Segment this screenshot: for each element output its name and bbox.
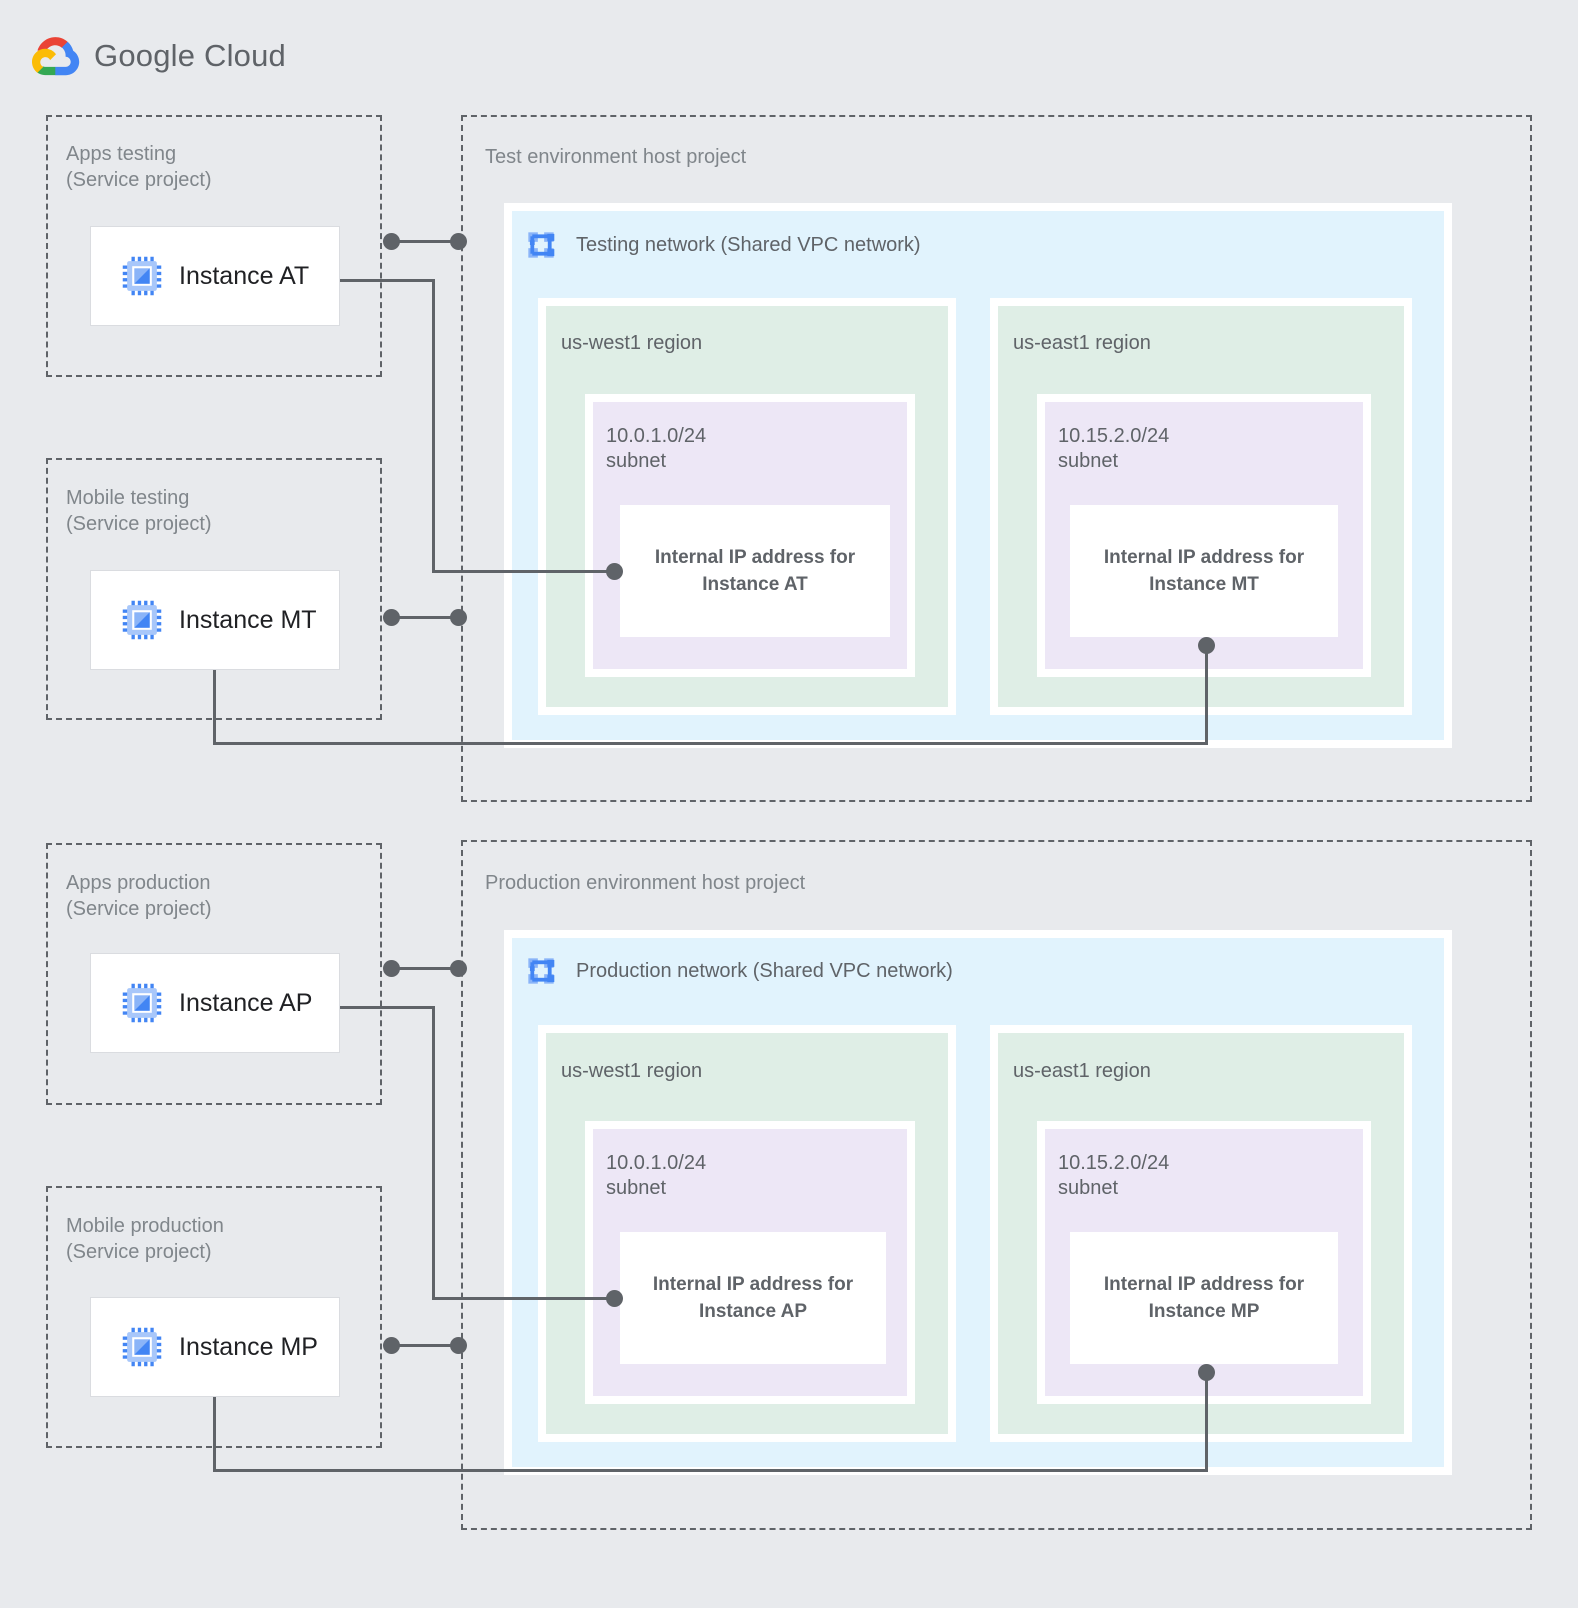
vpc-network-icon bbox=[522, 952, 560, 990]
connector-ap-peering-dot-left bbox=[383, 960, 400, 977]
connector-at-peering-line bbox=[391, 240, 458, 243]
connector-mt-peering-dot-left bbox=[383, 609, 400, 626]
connector-at-segment-1 bbox=[340, 279, 435, 282]
subnet-test-us-west1-label: 10.0.1.0/24 subnet bbox=[606, 425, 707, 472]
vm-instance-icon bbox=[121, 255, 163, 297]
service-project-apps-production bbox=[46, 843, 382, 1105]
region-test-us-east1-label: us-east1 region bbox=[1013, 332, 1151, 354]
connector-at-peering-dot-right bbox=[450, 233, 467, 250]
connector-mp-endpoint-dot bbox=[1198, 1364, 1215, 1381]
subnet-prod-us-east1-label: 10.15.2.0/24 subnet bbox=[1058, 1152, 1170, 1199]
connector-ap-segment-2 bbox=[432, 1006, 435, 1300]
connector-ap-segment-1 bbox=[340, 1006, 435, 1009]
service-project-apps-testing bbox=[46, 115, 382, 377]
connector-mt-peering-dot-right bbox=[450, 609, 467, 626]
service-project-apps-testing-label: Apps testing (Service project) bbox=[66, 143, 212, 191]
google-cloud-logo: Google Cloud bbox=[32, 34, 286, 78]
vm-instance-icon bbox=[121, 1326, 163, 1368]
connector-ap-peering-dot-right bbox=[450, 960, 467, 977]
vpc-network-testing-header: Testing network (Shared VPC network) bbox=[522, 226, 921, 264]
instance-label-ap: Instance AP bbox=[179, 988, 313, 1017]
instance-label-mt: Instance MT bbox=[179, 605, 317, 634]
connector-mt-segment-1 bbox=[213, 670, 216, 744]
vm-instance-icon bbox=[121, 982, 163, 1024]
region-prod-us-west1-label: us-west1 region bbox=[561, 1060, 703, 1082]
connector-at-endpoint-dot bbox=[606, 563, 623, 580]
instance-card-mp[interactable]: Instance MP bbox=[90, 1297, 340, 1397]
region-test-us-west1-label: us-west1 region bbox=[561, 332, 703, 354]
brand-name-part2: Cloud bbox=[204, 38, 286, 73]
instance-label-mp: Instance MP bbox=[179, 1332, 318, 1361]
service-project-mobile-production-label: Mobile production (Service project) bbox=[66, 1215, 224, 1263]
connector-mt-segment-3 bbox=[1205, 645, 1208, 745]
connector-mp-segment-2 bbox=[213, 1469, 1208, 1472]
service-project-mobile-testing-label: Mobile testing (Service project) bbox=[66, 487, 212, 535]
connector-ap-endpoint-dot bbox=[606, 1290, 623, 1307]
ip-box-instance-mp: Internal IP address for Instance MP bbox=[1070, 1232, 1338, 1364]
instance-card-ap[interactable]: Instance AP bbox=[90, 953, 340, 1053]
connector-ap-segment-3 bbox=[432, 1297, 616, 1300]
ip-box-instance-at: Internal IP address for Instance AT bbox=[620, 505, 890, 637]
region-prod-us-east1-label: us-east1 region bbox=[1013, 1060, 1151, 1082]
connector-mp-segment-3 bbox=[1205, 1372, 1208, 1472]
google-cloud-wordmark: Google Cloud bbox=[94, 38, 286, 74]
google-cloud-logo-icon bbox=[32, 34, 80, 78]
brand-name-part1: Google bbox=[94, 38, 196, 73]
ip-box-instance-mt: Internal IP address for Instance MT bbox=[1070, 505, 1338, 637]
connector-ap-peering-line bbox=[391, 967, 458, 970]
vpc-network-production-header: Production network (Shared VPC network) bbox=[522, 952, 953, 990]
host-project-production-environment-label: Production environment host project bbox=[485, 872, 806, 894]
connector-mp-peering-dot-left bbox=[383, 1337, 400, 1354]
connector-mp-peering-dot-right bbox=[450, 1337, 467, 1354]
connector-mt-segment-2 bbox=[213, 742, 1208, 745]
vm-instance-icon bbox=[121, 599, 163, 641]
connector-at-peering-dot-left bbox=[383, 233, 400, 250]
connector-mt-endpoint-dot bbox=[1198, 637, 1215, 654]
vpc-network-icon bbox=[522, 226, 560, 264]
instance-card-mt[interactable]: Instance MT bbox=[90, 570, 340, 670]
connector-mt-peering-line bbox=[391, 616, 458, 619]
connector-at-segment-3 bbox=[432, 570, 616, 573]
connector-mp-segment-1 bbox=[213, 1397, 216, 1471]
service-project-apps-production-label: Apps production (Service project) bbox=[66, 872, 212, 920]
host-project-test-environment bbox=[461, 115, 1532, 802]
instance-label-at: Instance AT bbox=[179, 261, 310, 290]
host-project-test-environment-label: Test environment host project bbox=[485, 146, 747, 168]
vpc-network-testing-title: Testing network (Shared VPC network) bbox=[576, 233, 921, 256]
connector-at-segment-2 bbox=[432, 279, 435, 573]
subnet-test-us-east1-label: 10.15.2.0/24 subnet bbox=[1058, 425, 1170, 472]
subnet-prod-us-west1-label: 10.0.1.0/24 subnet bbox=[606, 1152, 707, 1199]
connector-mp-peering-line bbox=[391, 1344, 458, 1347]
instance-card-at[interactable]: Instance AT bbox=[90, 226, 340, 326]
ip-box-instance-ap: Internal IP address for Instance AP bbox=[620, 1232, 886, 1364]
vpc-network-production-title: Production network (Shared VPC network) bbox=[576, 959, 953, 982]
host-project-production-environment bbox=[461, 840, 1532, 1530]
